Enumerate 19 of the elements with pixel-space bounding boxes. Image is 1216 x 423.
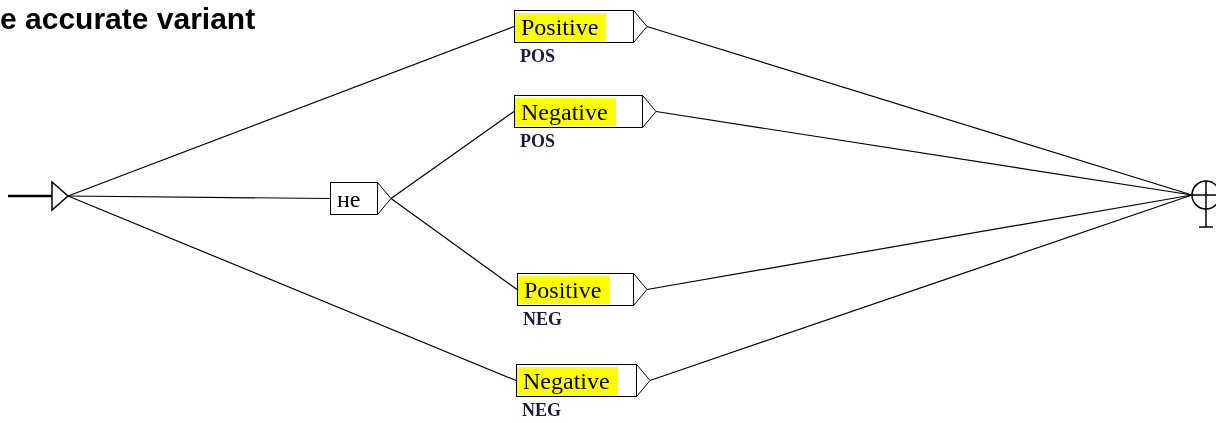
output-label: NEG	[522, 400, 561, 421]
initial-state-symbol	[50, 180, 70, 212]
transition-line	[67, 25, 515, 197]
box-label: Negative	[517, 366, 618, 395]
transition-line	[390, 197, 518, 291]
box-label: Positive	[515, 12, 607, 41]
output-label: POS	[520, 46, 555, 67]
final-state-symbol	[1190, 179, 1216, 231]
output-label: POS	[520, 131, 555, 152]
transition-line	[67, 195, 517, 382]
transition-line	[649, 194, 1193, 382]
box-label: не	[336, 184, 362, 213]
output-label: NEG	[523, 309, 562, 330]
transition-line	[655, 110, 1193, 196]
box-label: Negative	[515, 97, 616, 126]
transition-line	[390, 110, 515, 200]
transition-line	[67, 195, 331, 200]
slide-title: e accurate variant	[0, 2, 256, 36]
box-label: Positive	[518, 275, 610, 304]
